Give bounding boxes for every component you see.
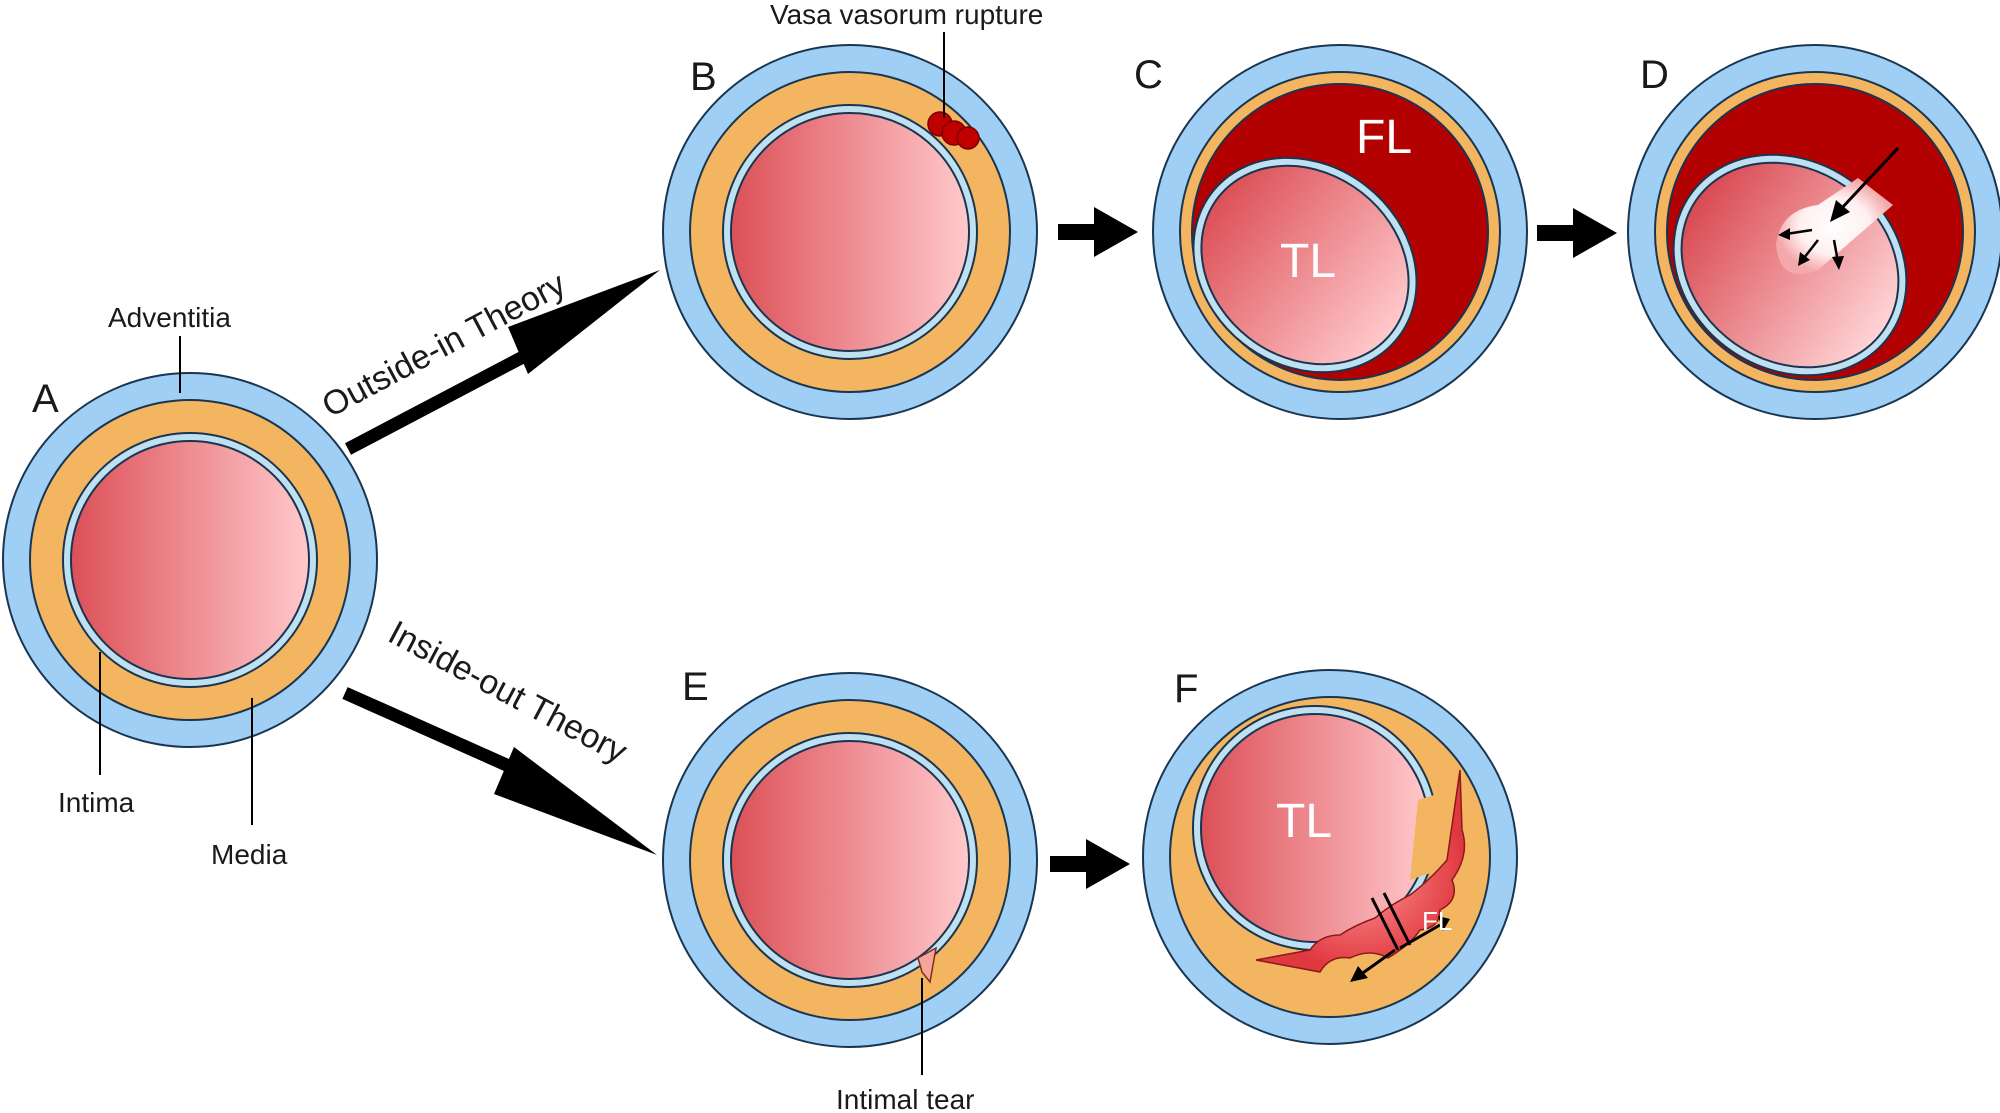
inside-out-arrow <box>342 687 657 855</box>
panel-d-re-entry-jet <box>1776 146 1900 275</box>
arrow-b-to-c <box>1058 207 1138 257</box>
panel-b-vessel <box>662 44 1038 420</box>
panel-f-true-lumen-label: TL <box>1276 795 1332 848</box>
panel-letter-f: F <box>1174 667 1198 711</box>
panel-letter-e: E <box>682 665 709 709</box>
inside-out-theory-label: Inside-out Theory <box>382 614 633 771</box>
vasa-vasorum-rupture-blood <box>927 111 980 150</box>
outside-in-arrow <box>344 270 660 455</box>
panel-c-true-lumen <box>1192 156 1418 374</box>
panel-letter-d: D <box>1640 53 1669 97</box>
panel-letter-b: B <box>690 55 717 99</box>
intimal-tear-mark <box>917 946 938 984</box>
label-intima: Intima <box>58 787 135 818</box>
panel-a-vessel <box>2 372 378 748</box>
panel-f-false-lumen-label: FL <box>1422 906 1452 936</box>
label-vasa-vasorum-rupture: Vasa vasorum rupture <box>770 0 1043 30</box>
panel-letter-c: C <box>1134 53 1163 97</box>
label-adventitia: Adventitia <box>108 302 231 333</box>
panel-c-true-lumen-label: TL <box>1280 235 1336 288</box>
arrow-e-to-f <box>1050 839 1130 889</box>
arrow-c-to-d <box>1537 208 1617 258</box>
label-intimal-tear: Intimal tear <box>836 1084 975 1113</box>
panel-e-vessel <box>662 672 1038 1048</box>
label-media: Media <box>211 839 288 870</box>
panel-letter-a: A <box>32 377 59 421</box>
panel-c-false-lumen-label: FL <box>1356 111 1412 164</box>
panel-f-true-lumen <box>1192 705 1450 951</box>
panel-f-false-lumen <box>1255 769 1466 982</box>
